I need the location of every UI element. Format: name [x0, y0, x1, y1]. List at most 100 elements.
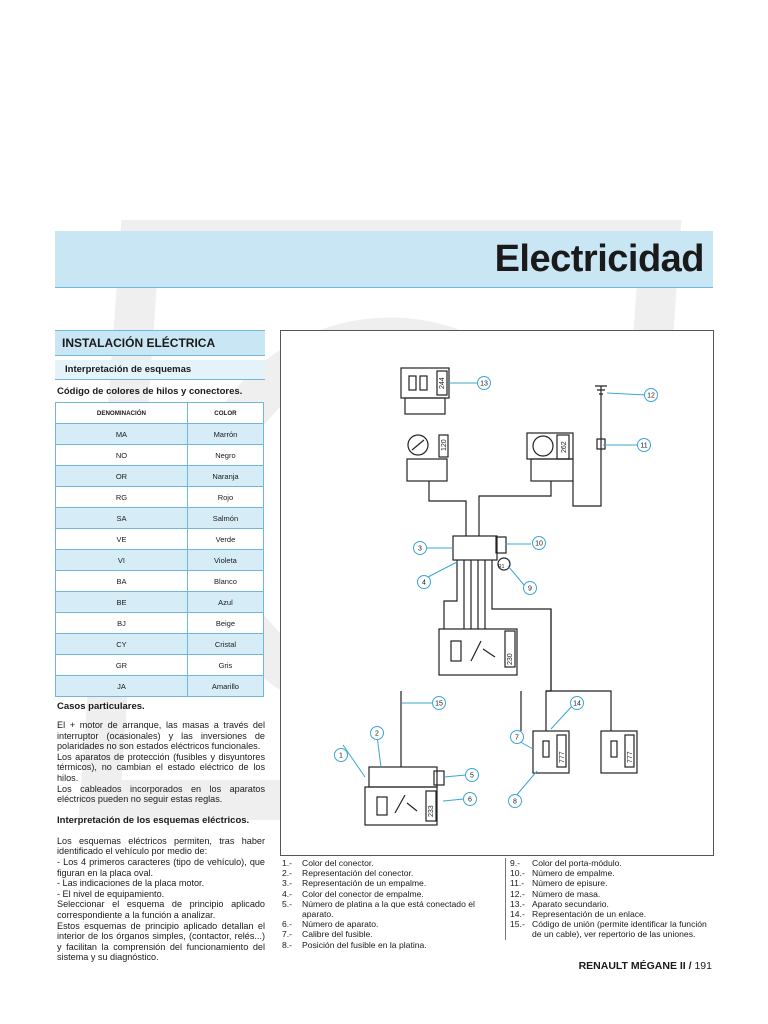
page-footer: RENAULT MÉGANE II / 191 [579, 960, 712, 972]
callout-circle [532, 536, 546, 550]
table-cell-code: BA [55, 570, 188, 592]
splice-block [452, 535, 498, 561]
legend-text: Calibre del fusible. [302, 929, 373, 940]
legend-item: 15.-Código de unión (permite identificar… [510, 919, 718, 939]
table-cell-color: Naranja [186, 465, 265, 487]
legend-item: 3.-Representación de un empalme. [282, 878, 500, 888]
callout-number: 4 [422, 580, 426, 587]
component-120-tag [438, 434, 449, 458]
component-244-tag [436, 370, 448, 396]
legend-number: 7.- [282, 929, 293, 940]
callout-number: 6 [468, 797, 472, 804]
fuse-777-b [600, 730, 638, 774]
header-band [55, 231, 713, 287]
table-cell-color: Azul [186, 591, 265, 613]
label-244: 244 [439, 377, 446, 389]
table-cell-color: Beige [186, 612, 265, 634]
table-cell-code: BE [55, 591, 188, 613]
header-rule [55, 287, 713, 288]
ground-12 [595, 385, 607, 395]
legend-item: 7.- Calibre del fusible. [282, 929, 500, 939]
footer-separator: / [688, 960, 692, 972]
legend-item: 13.- Aparato secundario. [510, 899, 718, 909]
episure-11 [596, 438, 606, 450]
callout-circle [432, 696, 446, 710]
label-262: 262 [561, 441, 568, 453]
legend-number: 5.- [282, 898, 293, 909]
callout-circle [413, 541, 427, 555]
callout-number: 2 [375, 731, 379, 738]
table-cell-color: Cristal [186, 633, 265, 655]
legend-text: Representación del conector. [302, 868, 414, 879]
legend-item: 8.-Posición del fusible en la platina. [282, 940, 500, 950]
legend-number: 8.- [282, 939, 293, 950]
label-230: 230 [507, 653, 514, 665]
fuse-777-a [532, 730, 570, 774]
table-cell-color: Violeta [186, 549, 265, 571]
legend-text: Representación de un enlace. [532, 909, 647, 920]
legend-number: 6.- [282, 919, 293, 930]
table-cell-code: OR [55, 465, 188, 487]
callout-circle [570, 696, 584, 710]
label-777-a: 777 [559, 751, 566, 763]
legend-text: Número de aparato. [302, 919, 379, 930]
table-cell-code: VE [55, 528, 188, 550]
codes-title: Código de colores de hilos y conectores. [57, 386, 243, 397]
legend-text: Representación de un empalme. [302, 878, 427, 889]
callout-number: 14 [573, 701, 581, 708]
table-cell-color: Amarillo [186, 675, 265, 697]
table-cell-color: Gris [186, 654, 265, 676]
callout-number: 11 [640, 443, 647, 450]
wiring-diagram-svg: 244 120 262 777 777 230 233 R1 [334, 367, 658, 826]
legend-item: 12.-Número de masa. [510, 889, 718, 899]
callout-number: 8 [513, 799, 517, 806]
page-number: 191 [694, 960, 712, 972]
subsection-title: Interpretación de esquemas [55, 360, 265, 380]
component-233 [364, 786, 438, 826]
callout-circle [465, 768, 479, 782]
callout-circle [523, 581, 537, 595]
legend-number: 12.- [510, 888, 525, 899]
callout-circle [417, 575, 431, 589]
table-cell-color: Marrón [186, 423, 265, 445]
legend-number: 13.- [510, 898, 525, 909]
legend-text: Color del porta-módulo. [532, 858, 622, 868]
table-cell-code: GR [55, 654, 188, 676]
callout-number: 15 [435, 701, 443, 708]
legend-item: 2.-Representación del conector. [282, 868, 500, 878]
table-cell-code: JA [55, 675, 188, 697]
table-cell-code: MA [55, 423, 188, 445]
legend-item: 11.-Número de episure. [510, 878, 718, 888]
callout-circle [370, 726, 384, 740]
callout-number: 9 [528, 586, 532, 593]
label-r1: R1 [498, 564, 505, 570]
component-120 [407, 434, 429, 456]
legend-text: Aparato secundario. [532, 898, 609, 909]
label-120: 120 [441, 439, 448, 451]
legend-text: Número de platina a la que está conectad… [302, 898, 475, 920]
legend-number: 11.- [510, 878, 525, 889]
table-cell-color: Blanco [186, 570, 265, 592]
legend-text: Color del conector. [302, 858, 374, 868]
legend-item: 5.- Número de platina a la que está conec… [282, 899, 500, 919]
callout-circle [463, 792, 477, 806]
table-cell-color: Negro [186, 444, 265, 466]
label-233: 233 [428, 805, 435, 817]
interp-text: Los esquemas eléctricos permiten, tras h… [57, 835, 265, 963]
callout-number: 3 [418, 546, 422, 553]
table-cell-code: SA [55, 507, 188, 529]
legend-text: Número de empalme. [532, 868, 615, 879]
legend-item: 4.-Color del conector de empalme. [282, 889, 500, 899]
legend-number: 9.- [510, 858, 521, 868]
legend-number: 1.- [282, 858, 293, 868]
